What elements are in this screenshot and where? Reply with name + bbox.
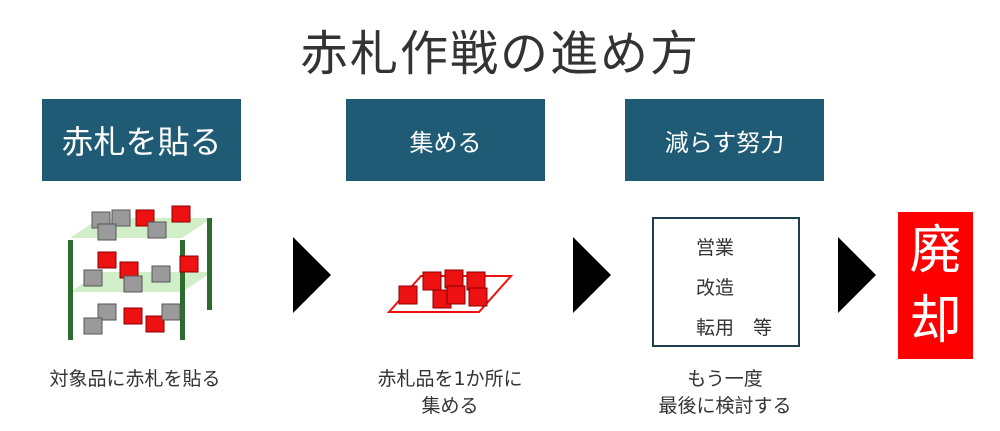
red-tagged-item [123, 307, 143, 325]
red-tagged-item [444, 269, 464, 289]
item-box [97, 303, 117, 321]
red-tagged-item [179, 255, 199, 273]
step-label: 減らす努力 [664, 128, 785, 157]
option-modification: 改造 [696, 277, 735, 299]
red-tagged-item [446, 285, 466, 305]
disposal-char: 却 [909, 290, 962, 351]
caption-line: もう一度 [687, 368, 763, 390]
red-tagged-item [398, 285, 418, 305]
caption-line: 赤札品を1か所に [377, 368, 523, 390]
item-box [111, 209, 131, 227]
step-box-attach-tags: 赤札を貼る [42, 99, 241, 181]
caption-line: 集める [421, 395, 479, 417]
red-tagged-item [171, 205, 191, 223]
caption-line: 最後に検討する [658, 395, 792, 417]
caption-collect: 赤札品を1か所に 集める [340, 366, 560, 420]
step-label: 赤札を貼る [61, 123, 222, 161]
item-box [147, 221, 167, 239]
step-box-collect: 集める [346, 99, 545, 181]
item-box [151, 265, 171, 283]
flow-arrow-icon [838, 237, 876, 313]
option-sales: 営業 [696, 237, 735, 259]
red-tagged-item [145, 315, 165, 333]
flow-arrow-icon [293, 237, 331, 313]
red-tagged-item [466, 271, 486, 291]
item-box [97, 223, 117, 241]
red-tagged-item [97, 251, 117, 269]
disposal-box: 廃 却 [898, 212, 973, 359]
shelf-post [207, 218, 212, 310]
disposal-char: 廃 [909, 220, 962, 281]
item-box [83, 269, 103, 287]
caption-reconsider: もう一度 最後に検討する [625, 366, 825, 420]
step-label: 集める [409, 128, 482, 157]
step-box-reduce-effort: 減らす努力 [625, 99, 824, 181]
option-reuse: 転用 等 [696, 317, 773, 339]
page-title: 赤札作戦の進め方 [299, 26, 700, 82]
item-box [123, 275, 143, 293]
shelf-post [68, 240, 73, 340]
red-tagged-item [468, 287, 488, 307]
shelf-illustration [68, 205, 212, 340]
caption-attach-tags: 対象品に赤札を貼る [49, 368, 221, 390]
item-box [161, 303, 181, 321]
red-tagged-item [422, 271, 442, 291]
item-box [83, 317, 103, 335]
shelf-post [180, 240, 185, 340]
reconsideration-options-box: 営業 改造 転用 等 [652, 217, 800, 347]
flow-arrow-icon [573, 237, 611, 313]
collected-items-illustration [386, 269, 514, 313]
